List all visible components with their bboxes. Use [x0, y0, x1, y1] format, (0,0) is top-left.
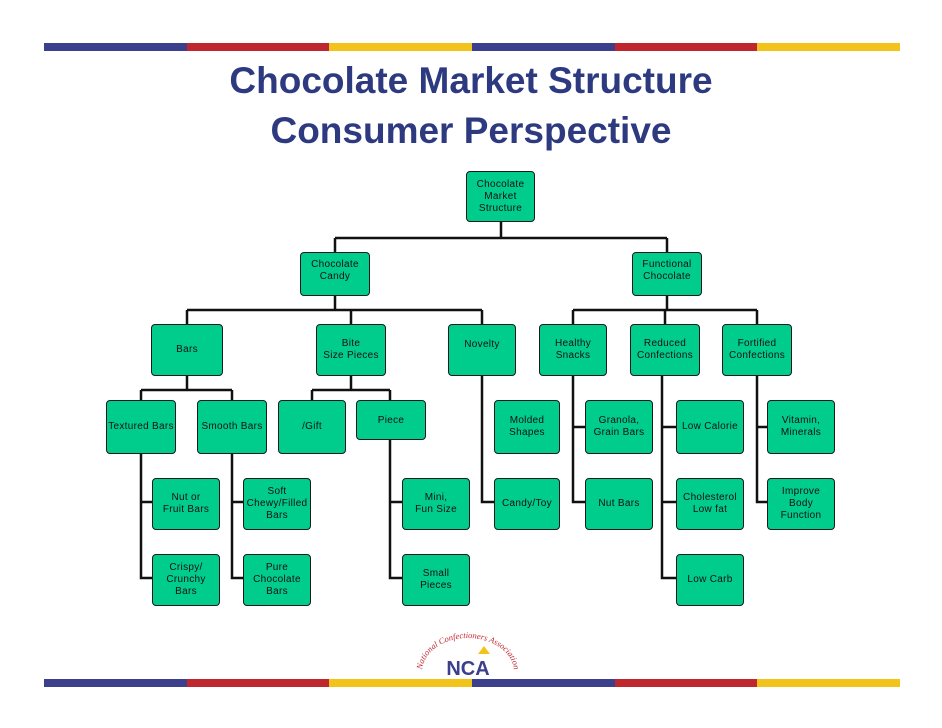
link-textured [139, 454, 152, 580]
node-gift: /Gift [278, 400, 346, 454]
node-crispy-crunchy-bars: Crispy/ Crunchy Bars [152, 554, 220, 606]
node-reduced-confections: Reduced Confections [630, 324, 700, 376]
link-bars [139, 376, 234, 400]
node-soft-chewy-filled: Soft Chewy/Filled Bars [243, 478, 311, 530]
link-bite [310, 376, 392, 400]
top-stripe [44, 43, 901, 51]
link-smooth [230, 454, 243, 580]
stripe-segment [614, 679, 758, 687]
node-candy-toy: Candy/Toy [494, 478, 560, 530]
node-bars: Bars [151, 324, 223, 376]
node-cholesterol-low-fat: Cholesterol Low fat [676, 478, 744, 530]
node-nut-fruit-bars: Nut or Fruit Bars [152, 478, 220, 530]
node-novelty: Novelty [448, 324, 516, 376]
node-low-carb: Low Carb [676, 554, 744, 606]
stripe-segment [757, 43, 901, 51]
link-fortified [755, 376, 767, 504]
bottom-stripe [44, 679, 901, 687]
node-mini-fun-size: Mini, Fun Size [402, 478, 470, 530]
stripe-segment [757, 679, 901, 687]
node-vitamin-minerals: Vitamin, Minerals [767, 400, 835, 454]
node-textured-bars: Textured Bars [106, 400, 176, 454]
node-improve-body-function: Improve Body Function [767, 478, 835, 530]
stripe-segment [614, 43, 758, 51]
link-piece [388, 440, 402, 580]
stripe-segment [44, 43, 187, 51]
stripe-segment [472, 43, 615, 51]
link-functional [571, 296, 759, 324]
stripe-segment [472, 679, 615, 687]
link-candy [185, 296, 484, 324]
node-low-calorie: Low Calorie [676, 400, 744, 454]
logo-mark: NCA [446, 658, 489, 678]
node-root: Chocolate Market Structure [466, 171, 535, 222]
node-piece: Piece [356, 400, 426, 440]
node-smooth-bars: Smooth Bars [197, 400, 267, 454]
node-chocolate-candy: Chocolate Candy [300, 252, 370, 296]
stripe-segment [329, 679, 473, 687]
title-line-1: Chocolate Market Structure [229, 60, 713, 101]
node-pure-chocolate-bars: Pure Chocolate Bars [243, 554, 311, 606]
stripe-segment [186, 43, 330, 51]
link-novelty [480, 376, 494, 504]
nca-logo: National Confectioners Association NCA [414, 632, 522, 678]
stripe-segment [329, 43, 473, 51]
node-functional-chocolate: Functional Chocolate [632, 252, 702, 296]
node-granola-grain-bars: Granola, Grain Bars [585, 400, 653, 454]
node-small-pieces: Small Pieces [402, 554, 470, 606]
node-fortified-confections: Fortified Confections [722, 324, 792, 376]
node-healthy-snacks: Healthy Snacks [539, 324, 607, 376]
title-line-2: Consumer Perspective [270, 110, 672, 151]
stripe-segment [186, 679, 330, 687]
link-healthy [571, 376, 585, 504]
node-bite-size: Bite Size Pieces [316, 324, 386, 376]
node-molded-shapes: Molded Shapes [494, 400, 560, 454]
link-reduced [660, 376, 676, 580]
stripe-segment [44, 679, 187, 687]
link-root [333, 222, 669, 252]
node-nut-bars: Nut Bars [585, 478, 653, 530]
